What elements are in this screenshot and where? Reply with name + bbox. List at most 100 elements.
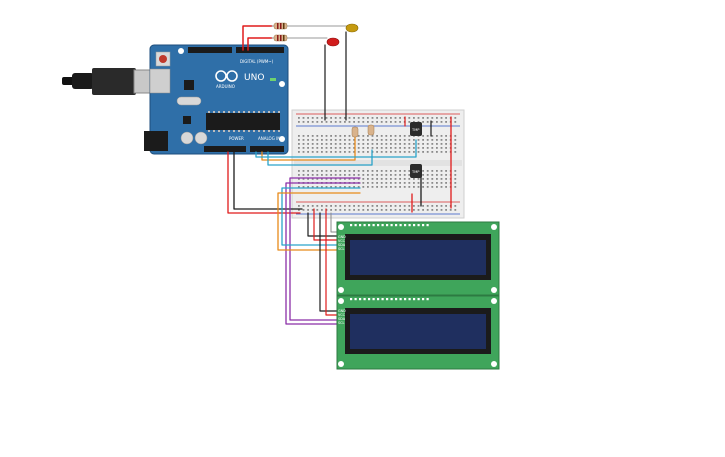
- wire-gray-ref[interactable]: [330, 212, 339, 233]
- resistor-bb-1[interactable]: [351, 126, 359, 138]
- lcd-header-pin: [368, 224, 371, 227]
- breadboard[interactable]: [291, 109, 465, 219]
- wire-red-lcd2-vcc[interactable]: [325, 208, 339, 316]
- breadboard-hole: [325, 205, 328, 207]
- breadboard-hole: [454, 209, 457, 211]
- breadboard-hole: [436, 139, 438, 141]
- wire-purple-scl-lcd2[interactable]: [289, 177, 361, 321]
- lcd-1-hole: [338, 287, 344, 293]
- breadboard-hole: [403, 135, 406, 137]
- breadboard-hole: [417, 182, 420, 184]
- breadboard-hole: [316, 135, 319, 137]
- wire-orange-scl-lcd1[interactable]: [277, 192, 361, 251]
- chip-pin: [243, 111, 245, 113]
- wire-black-lcd2-gnd[interactable]: [319, 212, 339, 312]
- breadboard-hole: [431, 182, 434, 184]
- breadboard-hole: [380, 147, 383, 149]
- temperature-sensor-1-body: [410, 122, 422, 136]
- breadboard-hole: [316, 139, 319, 141]
- arduino-logo: UNO ARDUINO: [215, 70, 264, 89]
- resistor-1[interactable]: [271, 22, 349, 30]
- breadboard-hole: [394, 209, 397, 211]
- arduino-uno-board[interactable]: UNO ARDUINO DIGITAL (PWM~) POWER ANALOG …: [144, 44, 289, 155]
- breadboard-hole: [440, 143, 443, 145]
- breadboard-hole: [454, 151, 457, 153]
- breadboard-hole: [353, 209, 355, 211]
- lcd-header-pin: [408, 298, 411, 301]
- breadboard-hole: [413, 143, 415, 145]
- breadboard-hole: [321, 135, 323, 137]
- chip-pin: [258, 130, 260, 132]
- temperature-sensor-1[interactable]: TMP: [410, 122, 422, 136]
- wire-cyan-a2[interactable]: [255, 139, 417, 158]
- led-yellow[interactable]: [345, 23, 359, 33]
- breadboard-hole: [330, 170, 332, 172]
- breadboard-hole: [390, 182, 392, 184]
- breadboard-hole: [334, 151, 337, 153]
- breadboard-hole: [408, 209, 411, 211]
- breadboard-hole: [417, 121, 420, 123]
- lcd-1-pin-gnd: GND: [338, 235, 346, 239]
- breadboard-hole: [330, 117, 332, 119]
- wire-purple-sda-lcd2[interactable]: [285, 182, 361, 325]
- breadboard-hole: [385, 186, 388, 188]
- wire-black-gnd[interactable]: [233, 151, 303, 210]
- wire-red-to-resistor-2[interactable]: [247, 37, 273, 51]
- breadboard-hole: [348, 186, 351, 188]
- breadboard-hole: [403, 205, 406, 207]
- wire-red-to-resistor-1[interactable]: [242, 25, 273, 51]
- breadboard-hole: [445, 121, 447, 123]
- breadboard-hole: [316, 170, 319, 172]
- breadboard-hole: [403, 178, 406, 180]
- breadboard-hole: [380, 186, 383, 188]
- breadboard-hole: [417, 151, 420, 153]
- breadboard-hole: [367, 135, 369, 137]
- lcd-header-pin: [354, 224, 357, 227]
- breadboard-hole: [440, 121, 443, 123]
- power-jack: [144, 131, 168, 151]
- breadboard-hole: [436, 143, 438, 145]
- breadboard-hole: [445, 117, 447, 119]
- breadboard-hole: [339, 117, 342, 119]
- breadboard-hole: [357, 174, 360, 176]
- breadboard-hole: [408, 151, 411, 153]
- wire-red-lcd1-vcc[interactable]: [313, 208, 339, 241]
- breadboard-hole: [390, 174, 392, 176]
- breadboard-hole: [445, 143, 447, 145]
- breadboard-hole: [394, 117, 397, 119]
- breadboard-hole: [298, 121, 300, 123]
- wire-orange-a0[interactable]: [261, 127, 356, 161]
- breadboard-hole: [371, 205, 374, 207]
- breadboard-hole: [436, 121, 438, 123]
- wire-red-5v[interactable]: [227, 151, 301, 214]
- breadboard-hole: [330, 186, 332, 188]
- atmega-microcontroller: [206, 113, 280, 130]
- breadboard-hole: [426, 178, 429, 180]
- breadboard-hole: [334, 174, 337, 176]
- lcd-display-1[interactable]: GND VCC SDA SCL: [336, 221, 500, 296]
- breadboard-hole: [311, 170, 314, 172]
- lcd-header-pin: [386, 298, 389, 301]
- wire-black-lcd1-gnd[interactable]: [307, 212, 339, 237]
- breadboard-hole: [298, 186, 300, 188]
- breadboard-hole: [440, 117, 443, 119]
- breadboard-hole: [353, 117, 355, 119]
- breadboard-hole: [426, 121, 429, 123]
- resistor-bb-2[interactable]: [367, 124, 375, 136]
- lcd-header-pin: [390, 298, 393, 301]
- wire-cyan-sda-lcd1[interactable]: [281, 187, 361, 246]
- reset-button-cap[interactable]: [159, 55, 167, 63]
- temperature-sensor-2[interactable]: TMP: [410, 164, 422, 178]
- breadboard-hole: [390, 205, 392, 207]
- breadboard-hole: [390, 147, 392, 149]
- lcd-2-hole: [491, 361, 497, 367]
- breadboard-hole: [445, 147, 447, 149]
- breadboard-hole: [357, 147, 360, 149]
- lcd-display-2[interactable]: GND VCC SDA SCL: [336, 295, 500, 370]
- breadboard-hole: [431, 139, 434, 141]
- breadboard-hole: [440, 186, 443, 188]
- resistor-2[interactable]: [271, 34, 328, 42]
- breadboard-hole: [440, 178, 443, 180]
- lcd-header-pin: [404, 298, 407, 301]
- led-red[interactable]: [326, 37, 340, 47]
